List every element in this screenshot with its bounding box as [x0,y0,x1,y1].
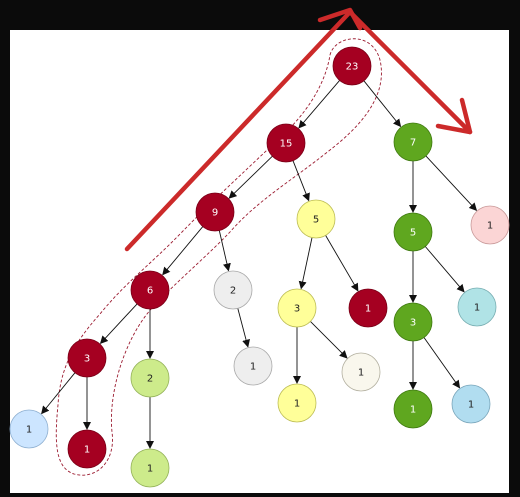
diagram-canvas [10,30,509,493]
annotation-arrowhead-top [317,7,363,31]
